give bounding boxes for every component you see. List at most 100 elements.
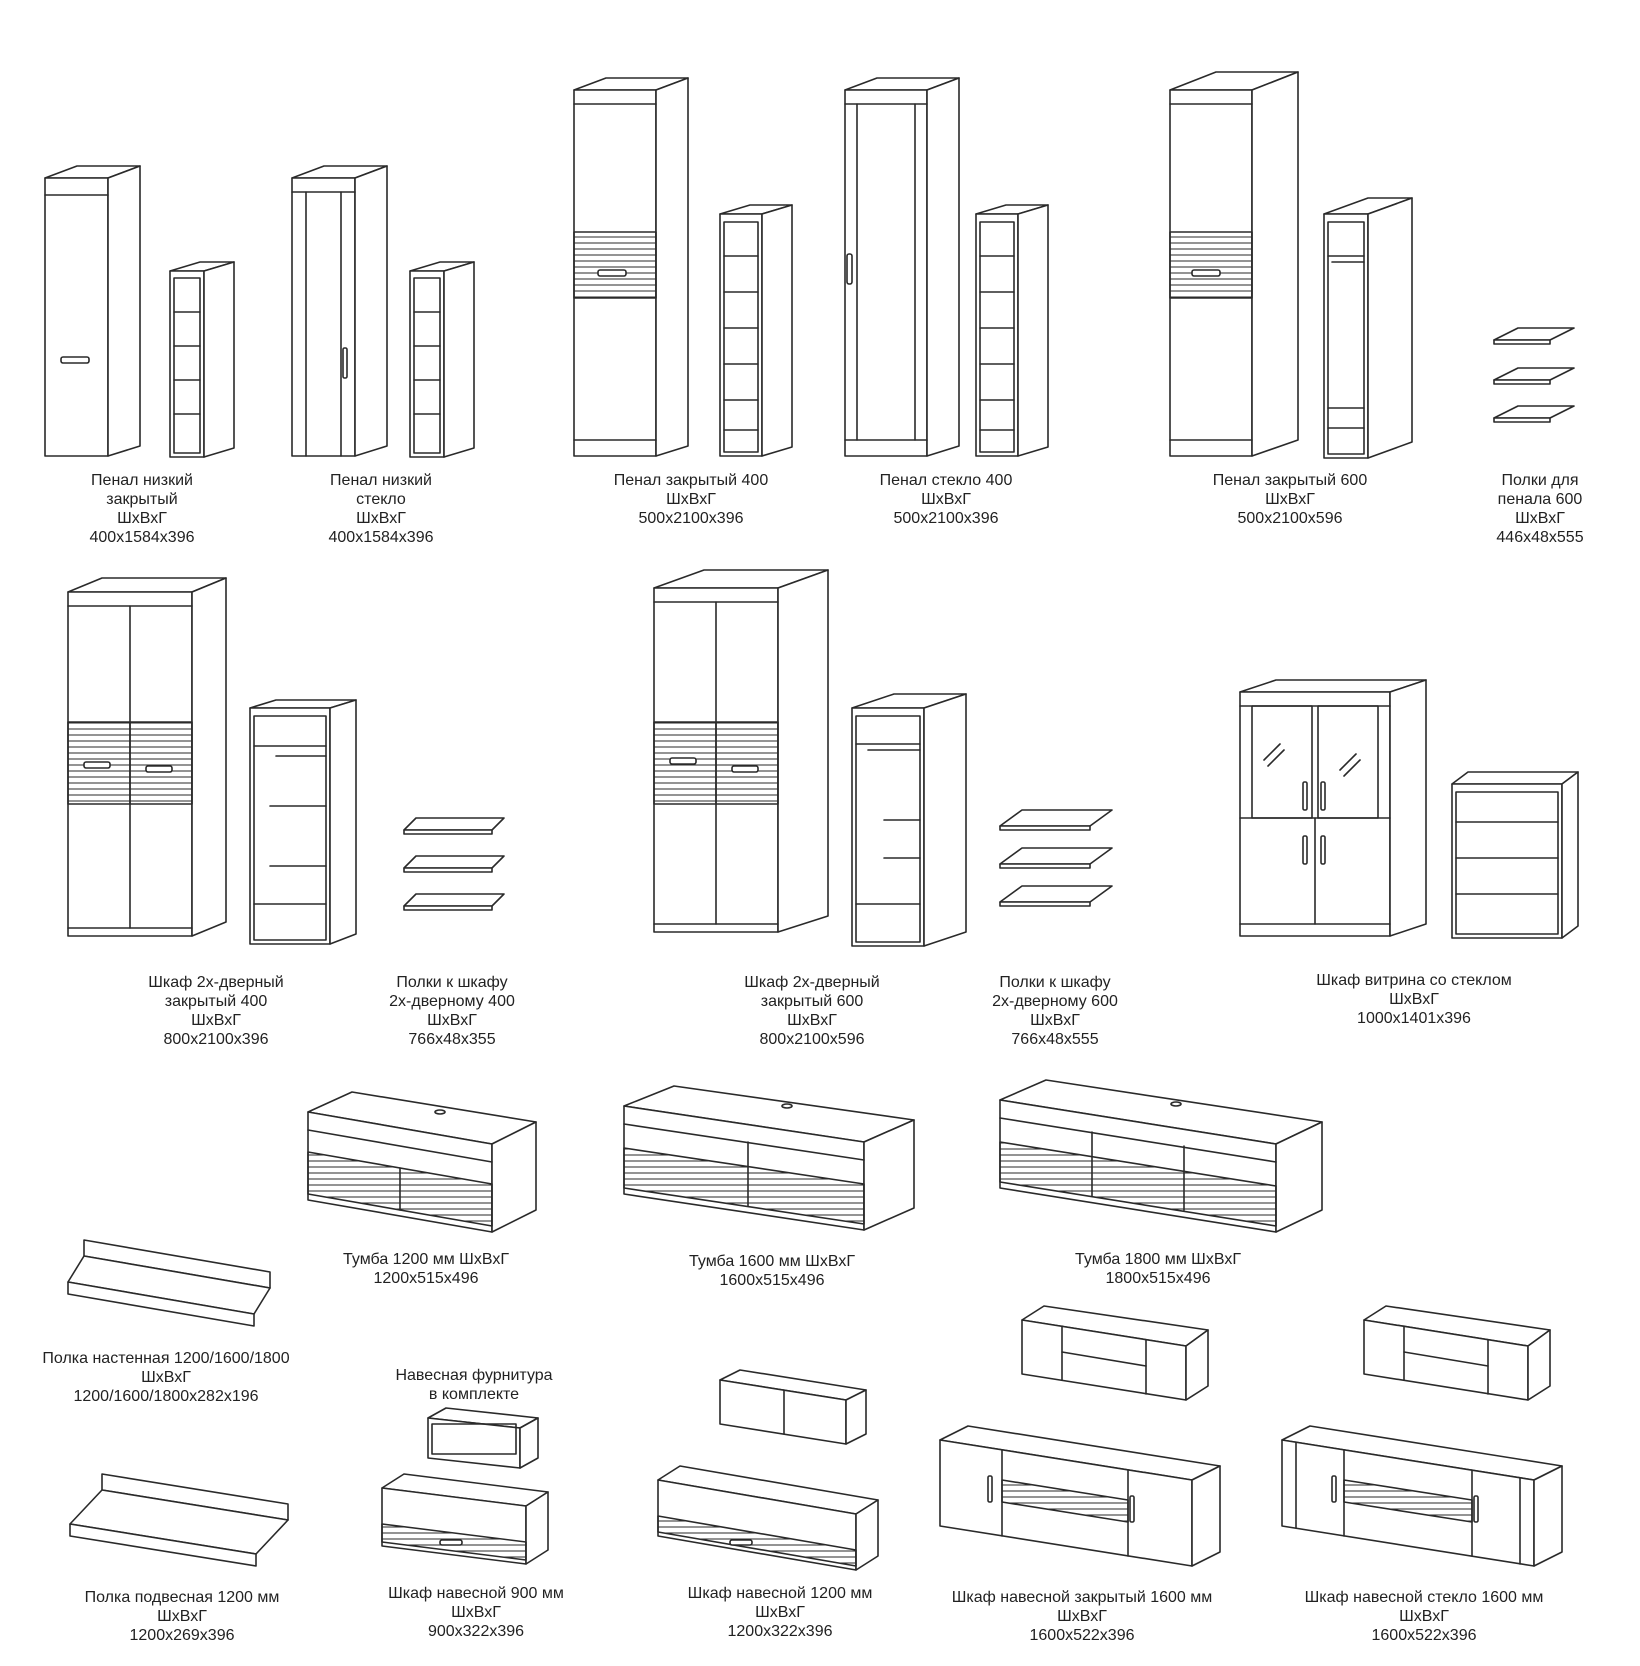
caption-line: ШхВхГ [191,1012,241,1029]
tv-1200-drawing [307,1091,537,1233]
caption-line: Тумба 1800 мм ШхВхГ [1075,1251,1241,1268]
caption-line: 500х2100х396 [893,510,999,527]
hanging-glass-1600-drawing [1281,1425,1563,1567]
caption-line: Шкаф 2х-дверный [148,974,284,991]
caption-line: закрытый 400 [164,993,268,1010]
caption-line: 500х2100х396 [638,510,744,527]
caption-line: Пенал низкий [330,472,432,489]
caption-line: 1200х322х396 [727,1623,833,1640]
caption-line: 800х2100х396 [163,1031,269,1048]
caption-hanging-closed-1600: Шкаф навесной закрытый 1600 мм ШхВхГ 160… [952,1588,1212,1645]
caption-line: 766х48х355 [408,1031,496,1048]
penal-low-glass-open-view [409,261,475,458]
caption-line: Пенал низкий [91,472,193,489]
tv-1800-drawing [999,1079,1323,1233]
wardrobe-2door-400-open-view [249,699,357,945]
caption-line: Тумба 1200 мм ШхВхГ [343,1251,509,1268]
caption-line: 400х1584х396 [328,529,434,546]
caption-line: ШхВхГ [451,1604,501,1621]
caption-line: закрытый [106,491,178,508]
caption-line: ШхВхГ [117,510,167,527]
showcase-glass-open-view [1451,771,1579,939]
caption-line: Навесная фурнитура [395,1367,553,1384]
hanging-closed-1600-drawing [939,1425,1221,1567]
caption-line: ШхВхГ [1265,491,1315,508]
showcase-glass-drawing [1239,679,1427,937]
caption-line: ШхВхГ [427,1012,477,1029]
caption-line: 1600х522х396 [1371,1627,1477,1644]
caption-line: Шкаф навесной закрытый 1600 мм [951,1589,1213,1606]
caption-line: Полки к шкафу [396,974,508,991]
caption-line: закрытый 600 [760,993,864,1010]
caption-tv-1200: Тумба 1200 мм ШхВхГ 1200х515х496 [343,1250,509,1288]
wardrobe-2door-600-drawing [653,569,829,933]
caption-line: ШхВхГ [921,491,971,508]
caption-line: стекло [356,491,406,508]
shelves-wardrobe-400-drawing [403,817,505,911]
hanging-1200-drawing [657,1465,879,1571]
caption-line: 1000х1401х396 [1357,1010,1471,1027]
caption-line: 1800х515х496 [1105,1270,1211,1287]
caption-line: ШхВхГ [1399,1608,1449,1625]
caption-penal-low-glass: Пенал низкий стекло ШхВхГ 400х1584х396 [329,471,434,547]
shelves-wardrobe-600-drawing [999,809,1113,907]
caption-hanging-900: Шкаф навесной 900 мм ШхВхГ 900х322х396 [388,1584,564,1641]
wall-shelf-drawing [67,1239,271,1327]
caption-hanging-glass-1600: Шкаф навесной стекло 1600 мм ШхВхГ 1600х… [1305,1588,1544,1645]
caption-line: 446х48х555 [1496,529,1584,546]
caption-tv-1600: Тумба 1600 мм ШхВхГ 1600х515х496 [689,1252,855,1290]
caption-line: 766х48х555 [1011,1031,1099,1048]
caption-shelves-wardrobe-600: Полки к шкафу 2х-дверному 600 ШхВхГ 766х… [992,973,1118,1049]
caption-line: 900х322х396 [427,1623,525,1640]
tv-1600-drawing [623,1085,915,1231]
caption-wardrobe-2door-600: Шкаф 2х-дверный закрытый 600 ШхВхГ 800х2… [744,973,879,1049]
shelves-penal-600-drawing [1493,327,1575,423]
caption-showcase-glass: Шкаф витрина со стеклом ШхВхГ 1000х1401х… [1316,971,1511,1028]
caption-line: Полка подвесная 1200 мм [84,1589,280,1606]
penal-closed-400-open-view [719,204,793,457]
caption-line: Тумба 1600 мм ШхВхГ [689,1253,855,1270]
hanging-glass-1600-open-drawing [1363,1305,1551,1401]
penal-glass-400-open-view [975,204,1049,457]
caption-line: ШхВхГ [1515,510,1565,527]
caption-line: Пенал закрытый 600 [1212,472,1368,489]
caption-shelves-penal-600: Полки для пенала 600 ШхВхГ 446х48х555 [1496,471,1583,547]
caption-hanging-hardware: Навесная фурнитура в комплекте [395,1366,552,1404]
penal-closed-600-drawing [1169,71,1299,457]
caption-line: Полка настенная 1200/1600/1800 [42,1350,290,1367]
caption-line: Пенал стекло 400 [879,472,1013,489]
caption-line: пенала 600 [1497,491,1583,508]
wardrobe-2door-400-drawing [67,577,227,937]
caption-line: Пенал закрытый 400 [613,472,769,489]
caption-line: Полки для [1501,472,1579,489]
caption-line: 1200/1600/1800х282х196 [73,1388,259,1405]
caption-line: Полки к шкафу [999,974,1111,991]
caption-line: Шкаф навесной 1200 мм [687,1585,873,1602]
caption-line: 1200х269х396 [129,1627,235,1644]
caption-wall-shelf: Полка настенная 1200/1600/1800 ШхВхГ 120… [42,1349,289,1406]
caption-line: Шкаф 2х-дверный [744,974,880,991]
caption-line: Шкаф навесной стекло 1600 мм [1304,1589,1544,1606]
penal-low-closed-drawing [44,165,141,457]
penal-closed-600-open-view [1323,197,1413,459]
caption-line: ШхВхГ [787,1012,837,1029]
caption-line: 2х-дверному 600 [992,993,1118,1010]
caption-line: 1600х515х496 [719,1272,825,1289]
caption-line: ШхВхГ [1057,1608,1107,1625]
caption-line: Шкаф витрина со стеклом [1316,972,1512,989]
caption-line: 400х1584х396 [89,529,195,546]
hanging-shelf-1200-drawing [69,1473,289,1567]
penal-low-closed-open-view [169,261,235,458]
caption-penal-closed-600: Пенал закрытый 600 ШхВхГ 500х2100х596 [1213,471,1367,528]
penal-closed-400-drawing [573,77,689,457]
caption-line: ШхВхГ [755,1604,805,1621]
caption-line: ШхВхГ [157,1608,207,1625]
caption-shelves-wardrobe-400: Полки к шкафу 2х-дверному 400 ШхВхГ 766х… [389,973,515,1049]
caption-line: 1200х515х496 [373,1270,479,1287]
caption-line: 500х2100х596 [1237,510,1343,527]
caption-penal-glass-400: Пенал стекло 400 ШхВхГ 500х2100х396 [880,471,1013,528]
caption-line: ШхВхГ [1389,991,1439,1008]
penal-low-glass-drawing [291,165,388,457]
caption-tv-1800: Тумба 1800 мм ШхВхГ 1800х515х496 [1075,1250,1241,1288]
